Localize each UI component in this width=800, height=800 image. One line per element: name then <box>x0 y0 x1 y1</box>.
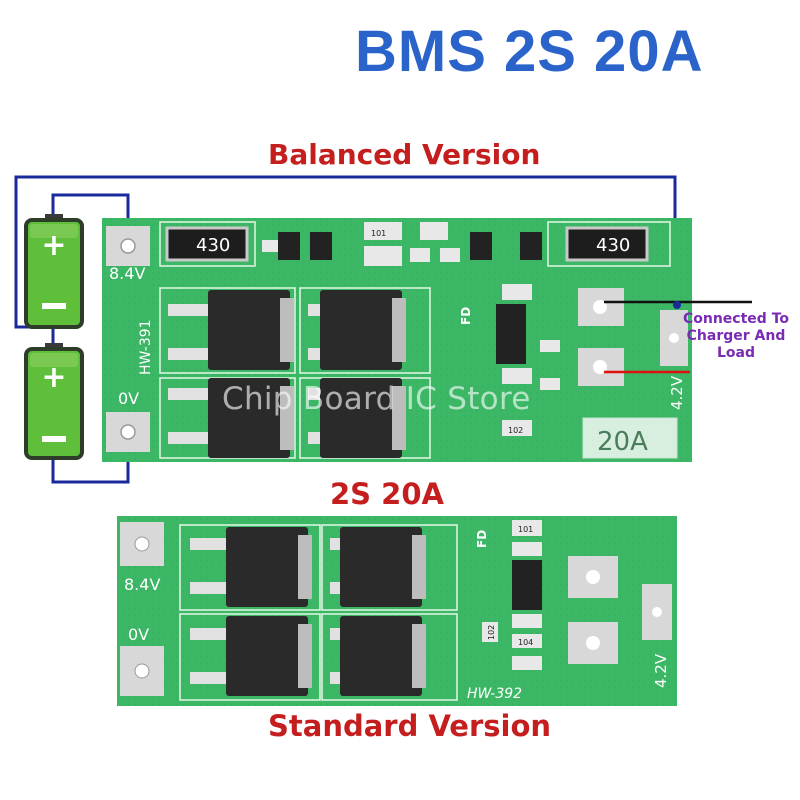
battery-bottom: + <box>24 343 84 460</box>
balanced-smd-code: 101 <box>371 229 386 238</box>
balanced-model-label: HW-391 <box>138 319 154 375</box>
standard-pad-bottom-label: 0V <box>128 625 149 644</box>
standard-board <box>117 516 677 706</box>
model-label: 2S 20A <box>330 477 444 511</box>
balanced-board <box>102 218 752 462</box>
standard-version-label: Standard Version <box>268 709 552 743</box>
standard-pad-right-label: 4.2V <box>652 653 670 688</box>
standard-fd-mark: FD <box>475 530 489 548</box>
page-title: BMS 2S 20A <box>355 19 704 84</box>
balanced-version-label: Balanced Version <box>268 138 541 171</box>
battery-top: + <box>24 214 84 329</box>
balanced-smd-code-2: 102 <box>508 426 523 435</box>
resistor-code-left: 430 <box>196 235 230 256</box>
current-rating-label: 20A <box>597 427 648 457</box>
standard-smd-code-3: 104 <box>518 638 533 647</box>
balanced-fd-mark: FD <box>459 307 473 325</box>
svg-text:+: + <box>41 360 66 395</box>
balanced-pad-top-label: 8.4V <box>109 264 145 283</box>
store-watermark: Chip Board IC Store <box>222 381 531 417</box>
connected-annotation: Connected To Charger And Load <box>682 311 789 361</box>
standard-smd-code-2: 102 <box>487 625 496 640</box>
standard-smd-code: 101 <box>518 525 533 534</box>
standard-model-label: HW-392 <box>467 686 522 702</box>
balanced-pad-bottom-label: 0V <box>118 389 139 408</box>
svg-text:+: + <box>41 228 66 263</box>
balanced-pad-right-label: 4.2V <box>668 375 686 410</box>
resistor-code-right: 430 <box>596 235 630 256</box>
standard-pad-top-label: 8.4V <box>124 575 160 594</box>
